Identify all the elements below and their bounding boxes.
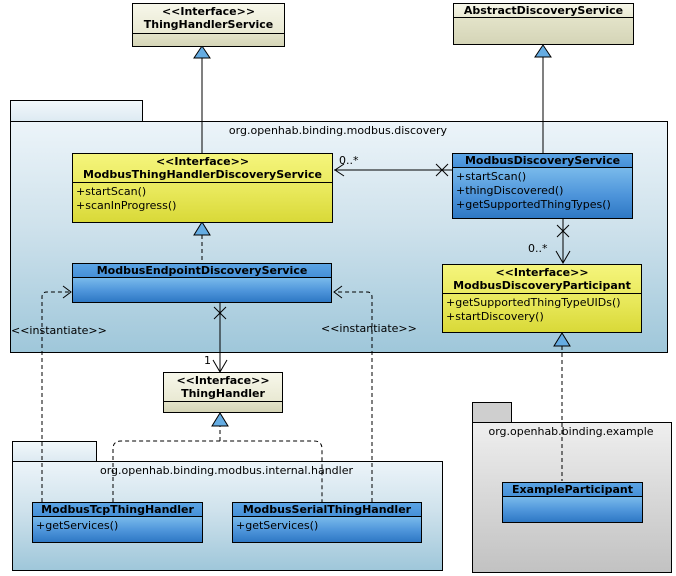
class-title: AbstractDiscoveryService (454, 4, 633, 18)
class-name: ModbusTcpThingHandler (41, 503, 194, 516)
instantiate-label-left: <<instantiate>> (11, 324, 107, 337)
package-example-title: org.openhab.binding.example (488, 425, 654, 438)
class-example-participant: ExampleParticipant (502, 482, 643, 523)
class-name: ModbusDiscoveryService (464, 154, 621, 167)
generalization-arrow-abstractdiscoveryservice (534, 44, 552, 58)
method: +getSupportedThingTypes() (456, 198, 611, 211)
class-title: ExampleParticipant (503, 483, 642, 497)
method: +scanInProgress() (76, 199, 177, 212)
class-modbus-thing-handler-discovery-service: <<Interface>> ModbusThingHandlerDiscover… (72, 153, 333, 223)
stereotype-label: <<Interface>> (495, 266, 589, 279)
realization-arrow-exampleparticipant (553, 332, 571, 347)
instantiate-line-left (41, 291, 70, 502)
class-name: ThingHandler (181, 387, 265, 400)
association-x-mark-thinghandler (213, 306, 227, 320)
methods-compartment: +startScan() +scanInProgress() (73, 183, 332, 222)
package-discovery-title: org.openhab.binding.modbus.discovery (228, 124, 448, 137)
realization-arrow-endpoint (193, 221, 211, 236)
class-name: ThingHandlerService (143, 18, 274, 31)
method: +startScan() (76, 185, 147, 198)
class-modbus-endpoint-discovery-service: ModbusEndpointDiscoveryService (72, 263, 332, 303)
association-x-mark-participants (556, 224, 570, 238)
methods-compartment: +getSupportedThingTypeUIDs() +startDisco… (443, 294, 641, 332)
method: +startScan() (456, 170, 527, 183)
empty-compartment (133, 34, 284, 46)
class-title: <<Interface>> ThingHandler (164, 373, 282, 402)
empty-compartment (503, 497, 642, 522)
class-title: <<Interface>> ModbusDiscoveryParticipant (443, 265, 641, 294)
class-name: AbstractDiscoveryService (463, 4, 624, 17)
stereotype-label: <<Interface>> (161, 5, 256, 18)
class-thing-handler: <<Interface>> ThingHandler (163, 372, 283, 413)
class-name: ModbusThingHandlerDiscoveryService (83, 168, 322, 181)
class-title: ModbusEndpointDiscoveryService (73, 264, 331, 278)
class-title: ModbusDiscoveryService (453, 154, 632, 168)
class-title: <<Interface>> ThingHandlerService (133, 4, 284, 34)
association-x-mark-handlers (435, 163, 449, 177)
methods-compartment: +startScan() +thingDiscovered() +getSupp… (453, 168, 632, 218)
class-abstract-discovery-service: AbstractDiscoveryService (453, 3, 634, 45)
method: +getServices() (36, 519, 119, 532)
empty-compartment (73, 278, 331, 302)
realization-line-handlers-join (112, 440, 323, 502)
multiplicity-label-handlers: 0..* (339, 154, 359, 167)
class-name: ModbusDiscoveryParticipant (453, 279, 631, 292)
multiplicity-label-thing-handler: 1 (204, 354, 211, 367)
empty-compartment (164, 402, 282, 412)
association-open-arrow-handlers (334, 163, 345, 177)
class-title: <<Interface>> ModbusThingHandlerDiscover… (73, 154, 332, 183)
class-title: ModbusTcpThingHandler (33, 503, 202, 517)
class-thing-handler-service: <<Interface>> ThingHandlerService (132, 3, 285, 47)
class-modbus-discovery-participant: <<Interface>> ModbusDiscoveryParticipant… (442, 264, 642, 333)
class-title: ModbusSerialThingHandler (233, 503, 421, 517)
association-open-arrow-participants (555, 250, 571, 264)
methods-compartment: +getServices() (33, 517, 202, 542)
class-modbus-tcp-thing-handler: ModbusTcpThingHandler +getServices() (32, 502, 203, 543)
instantiate-line-right (334, 291, 373, 502)
methods-compartment: +getServices() (233, 517, 421, 542)
class-name: ModbusEndpointDiscoveryService (96, 264, 308, 277)
generalization-arrow-thinghandlerservice (193, 45, 211, 59)
multiplicity-label-participants: 0..* (528, 242, 548, 255)
stereotype-label: <<Interface>> (176, 374, 270, 387)
method: +startDiscovery() (446, 310, 544, 323)
method: +getServices() (236, 519, 319, 532)
class-name: ModbusSerialThingHandler (242, 503, 412, 516)
realization-arrow-handlers (211, 412, 229, 427)
method: +thingDiscovered() (456, 184, 564, 197)
class-modbus-discovery-service: ModbusDiscoveryService +startScan() +thi… (452, 153, 633, 219)
method: +getSupportedThingTypeUIDs() (446, 296, 621, 309)
empty-compartment (454, 18, 633, 44)
instantiate-open-arrow-right (333, 285, 343, 299)
instantiate-label-right: <<instantiate>> (321, 322, 417, 335)
class-modbus-serial-thing-handler: ModbusSerialThingHandler +getServices() (232, 502, 422, 543)
instantiate-open-arrow-left (62, 285, 72, 299)
stereotype-label: <<Interface>> (155, 155, 250, 168)
package-internal-handler-title: org.openhab.binding.modbus.internal.hand… (99, 464, 353, 477)
class-name: ExampleParticipant (512, 483, 633, 496)
